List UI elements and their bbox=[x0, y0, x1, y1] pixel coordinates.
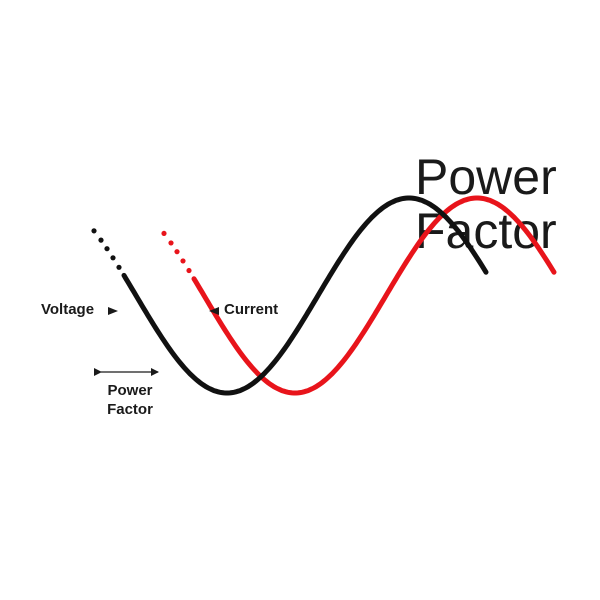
voltage-label: Voltage bbox=[41, 301, 94, 318]
current-dots-dot bbox=[174, 249, 180, 255]
current-dots-dot bbox=[161, 230, 167, 237]
title-line-1: Power bbox=[415, 149, 557, 205]
voltage-dots-dot bbox=[104, 246, 110, 252]
voltage-dots-dot bbox=[110, 255, 116, 261]
voltage-pointer-icon bbox=[108, 307, 118, 315]
voltage-dots-dot bbox=[91, 228, 97, 234]
voltage-dotted-lead bbox=[91, 228, 122, 270]
current-dots-dot bbox=[168, 240, 174, 246]
current-label: Current bbox=[224, 301, 278, 318]
voltage-wave bbox=[121, 195, 489, 396]
current-pointer-icon bbox=[209, 307, 219, 315]
current-dotted-lead bbox=[161, 230, 192, 274]
phase-shift-label-line-2: Factor bbox=[107, 401, 153, 418]
current-dots-dot bbox=[180, 258, 186, 264]
phase-shift-label-line-1: Power bbox=[107, 382, 152, 399]
voltage-dots-dot bbox=[116, 264, 122, 270]
voltage-dots-dot bbox=[98, 237, 104, 243]
current-dots-dot bbox=[186, 267, 192, 274]
current-wave bbox=[191, 195, 557, 396]
